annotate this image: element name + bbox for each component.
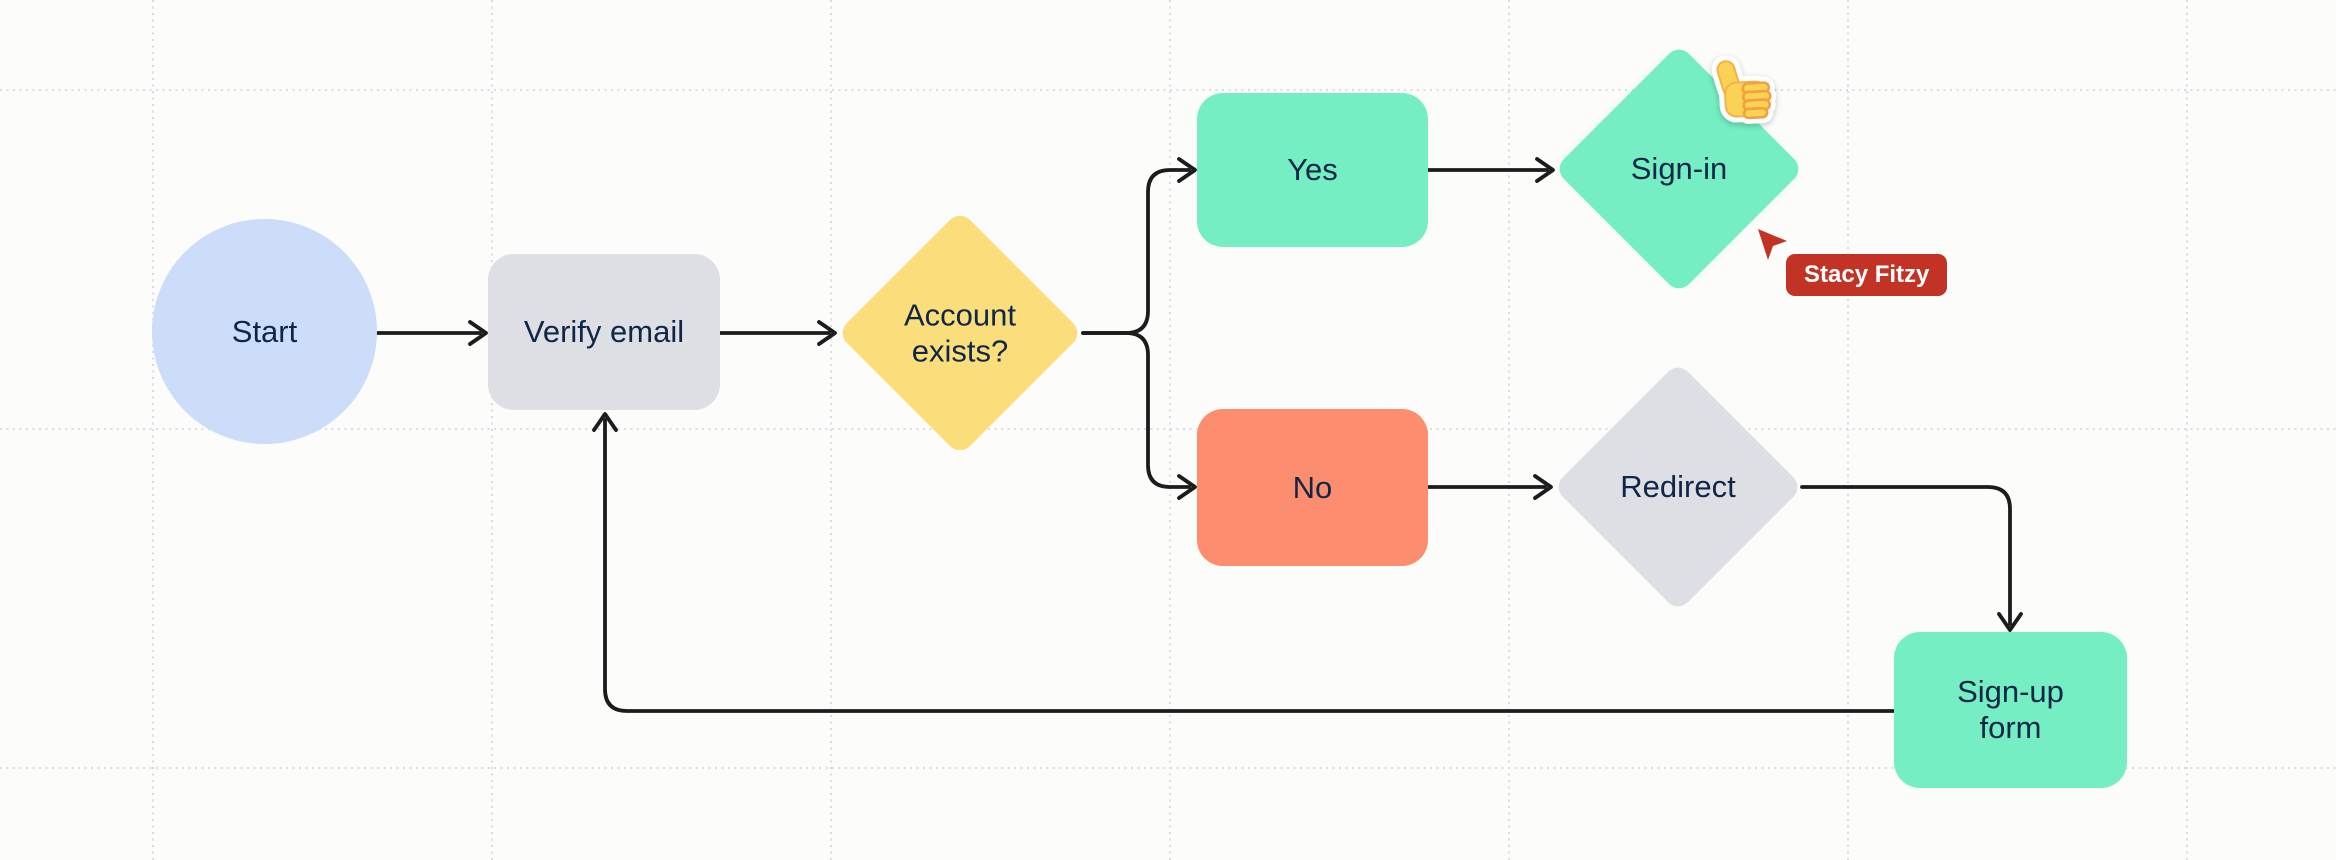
node-sign-in[interactable]: Sign-in [1553,43,1805,295]
connector-signup-to-verify[interactable] [592,412,1896,713]
node-verify-email[interactable]: Verify email [488,254,720,410]
node-sign-up-form-label: Sign-up form [1957,674,2064,745]
node-sign-in-label: Sign-in [1630,151,1728,187]
collaborator-cursor-icon [1758,229,1787,260]
node-yes-label: Yes [1287,152,1338,188]
connector-redirect-to-signup[interactable] [1800,485,2023,632]
node-no[interactable]: No [1197,409,1428,566]
connector-verify-to-account[interactable] [718,320,837,346]
connector-no-to-redirect[interactable] [1426,474,1553,500]
node-yes[interactable]: Yes [1197,93,1428,247]
connector-account-to-no[interactable] [1081,331,1197,500]
node-redirect-label: Redirect [1620,469,1736,505]
collaborator-name: Stacy Fitzy [1804,261,1930,288]
connector-account-to-yes[interactable] [1081,157,1197,335]
node-start-label: Start [231,313,298,349]
node-verify-email-label: Verify email [523,314,685,350]
node-account-exists[interactable]: Account exists? [836,209,1084,457]
node-sign-up-form[interactable]: Sign-up form [1894,632,2127,788]
node-no-label: No [1292,469,1333,505]
connector-yes-to-signin[interactable] [1426,157,1555,183]
connector-start-to-verify[interactable] [375,320,488,346]
node-redirect[interactable]: Redirect [1552,361,1804,613]
connectors[interactable] [375,157,2023,713]
node-account-exists-label: Account exists? [903,297,1016,368]
collaborator-name-badge: Stacy Fitzy [1786,254,1948,296]
thumbs-up-icon[interactable] [1706,50,1788,134]
node-start[interactable]: Start [152,219,377,444]
